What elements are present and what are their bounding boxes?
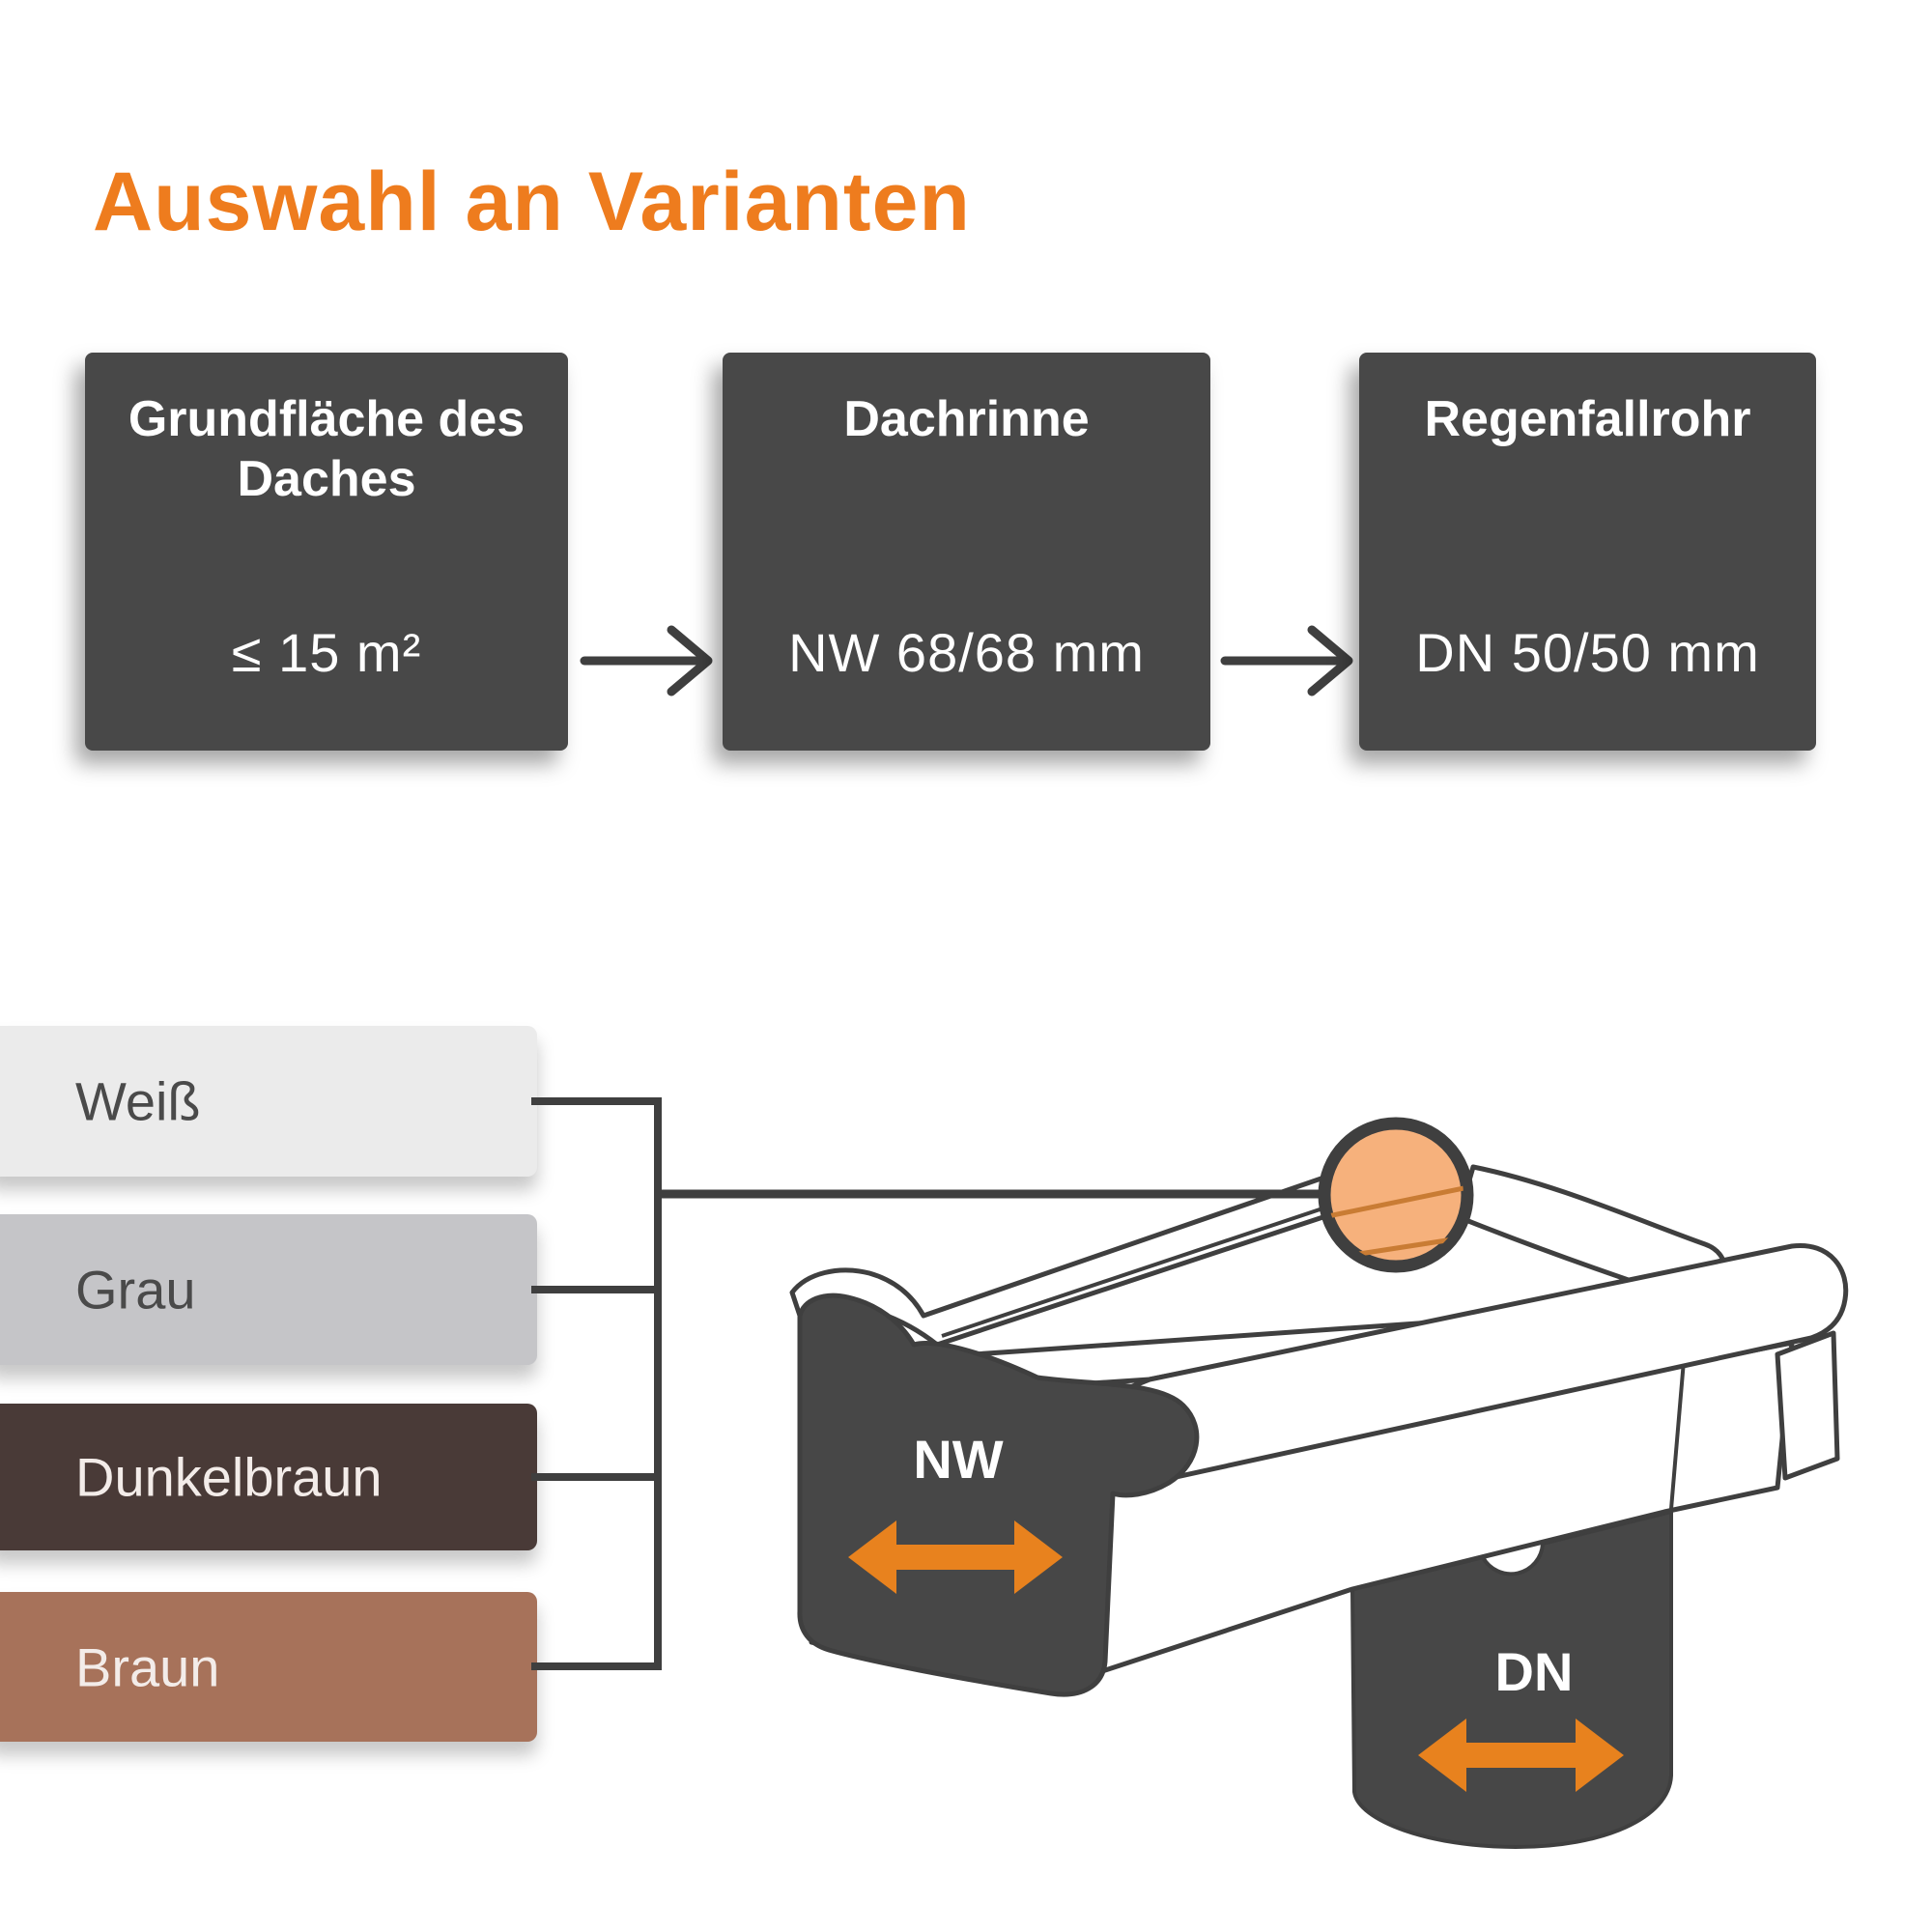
connector-line — [531, 1097, 662, 1105]
connector-line — [531, 1286, 662, 1293]
color-option-dunkelbraun: Dunkelbraun — [0, 1404, 537, 1550]
flow-step-gutter: Dachrinne NW 68/68 mm — [723, 353, 1210, 751]
gutter-nw-label: NW — [913, 1429, 1003, 1490]
color-option-label: Grau — [75, 1259, 196, 1321]
color-option-label: Braun — [75, 1636, 220, 1697]
color-option-grau: Grau — [0, 1214, 537, 1365]
flow-step-title: Dachrinne — [843, 391, 1090, 447]
color-option-braun: Braun — [0, 1592, 537, 1742]
connector-line — [531, 1473, 662, 1481]
flow-arrow-icon — [1220, 625, 1353, 696]
downpipe-dn-label: DN — [1495, 1641, 1574, 1702]
color-option-label: Dunkelbraun — [75, 1446, 383, 1508]
nw-width-arrow-icon — [848, 1520, 1063, 1594]
connector-line — [531, 1662, 662, 1670]
flow-step-title: Grundfläche des Daches — [128, 391, 526, 508]
color-option-weiss: Weiß — [0, 1026, 537, 1177]
gutter-illustration: DN NW — [662, 1117, 1849, 1849]
flow-step-value: NW 68/68 mm — [788, 622, 1145, 683]
magnifier-circle — [1318, 1117, 1474, 1273]
flow-arrow-icon — [580, 625, 713, 696]
flow-step-title: Regenfallrohr — [1424, 391, 1751, 447]
gutter-right-end — [1775, 1330, 1840, 1481]
gutter-rim-crease — [941, 1190, 1373, 1338]
flow-step-value: DN 50/50 mm — [1415, 622, 1760, 683]
gutter-cross-section — [797, 1293, 1200, 1697]
page-title: Auswahl an Varianten — [93, 156, 971, 248]
flow-step-value: ≤ 15 m² — [231, 622, 422, 683]
flow-step-roof-area: Grundfläche des Daches ≤ 15 m² — [85, 353, 568, 751]
color-option-label: Weiß — [75, 1070, 201, 1132]
flow-step-downpipe: Regenfallrohr DN 50/50 mm — [1359, 353, 1816, 751]
dn-width-arrow-icon — [1418, 1719, 1624, 1792]
connector-rail — [654, 1097, 662, 1670]
